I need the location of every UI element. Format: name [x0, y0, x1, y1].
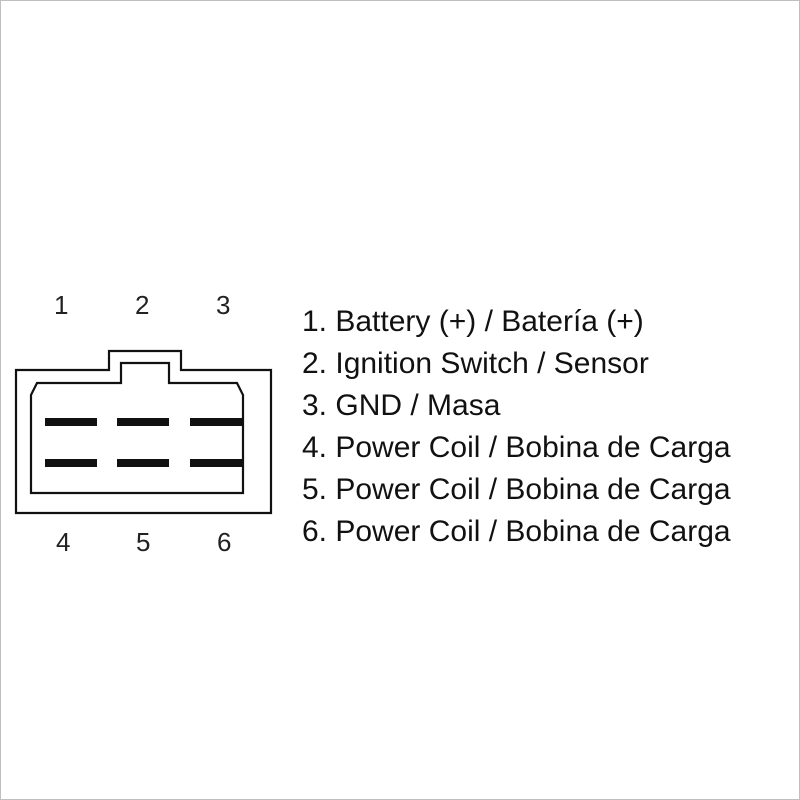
pin-legend: 1. Battery (+) / Batería (+) 2. Ignition…: [302, 301, 731, 553]
legend-item-pin-3: 3. GND / Masa: [302, 389, 501, 422]
pin-number-5: 5: [136, 527, 151, 557]
legend-item-pin-2: 2. Ignition Switch / Sensor: [302, 347, 649, 380]
terminal-4: [45, 459, 97, 467]
legend-item-pin-4: 4. Power Coil / Bobina de Carga: [302, 431, 731, 464]
pin-number-4: 4: [56, 527, 71, 557]
terminal-2: [117, 418, 169, 426]
pin-number-1: 1: [54, 290, 69, 320]
legend-item-pin-6: 6. Power Coil / Bobina de Carga: [302, 515, 731, 548]
legend-item-pin-5: 5. Power Coil / Bobina de Carga: [302, 473, 731, 506]
terminal-5: [117, 459, 169, 467]
pin-number-2: 2: [135, 290, 150, 320]
connector-outer-housing: [14, 349, 273, 515]
pin-number-3: 3: [216, 290, 231, 320]
connector-inner-housing: [29, 361, 245, 495]
terminal-6: [190, 459, 242, 467]
legend-item-pin-1: 1. Battery (+) / Batería (+): [302, 305, 644, 338]
pin-number-6: 6: [217, 527, 232, 557]
terminal-1: [45, 418, 97, 426]
terminal-3: [190, 418, 242, 426]
connector-diagram: [14, 349, 273, 515]
